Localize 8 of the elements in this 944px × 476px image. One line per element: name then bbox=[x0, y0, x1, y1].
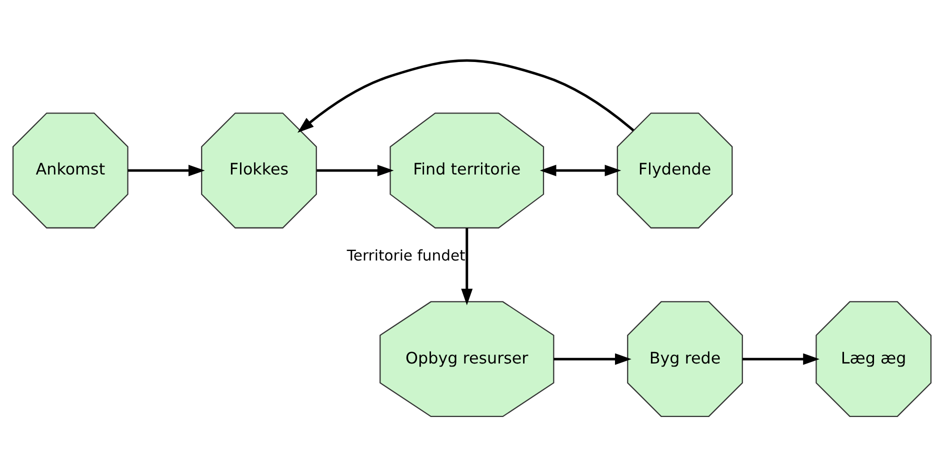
arrow bbox=[461, 228, 473, 305]
arrow bbox=[297, 58, 634, 132]
arrow bbox=[128, 164, 205, 176]
arrow bbox=[316, 164, 394, 176]
arrow bbox=[540, 164, 622, 176]
edge-label: Territorie fundet bbox=[346, 247, 466, 264]
arrow bbox=[554, 352, 632, 364]
arrow bbox=[742, 352, 820, 364]
